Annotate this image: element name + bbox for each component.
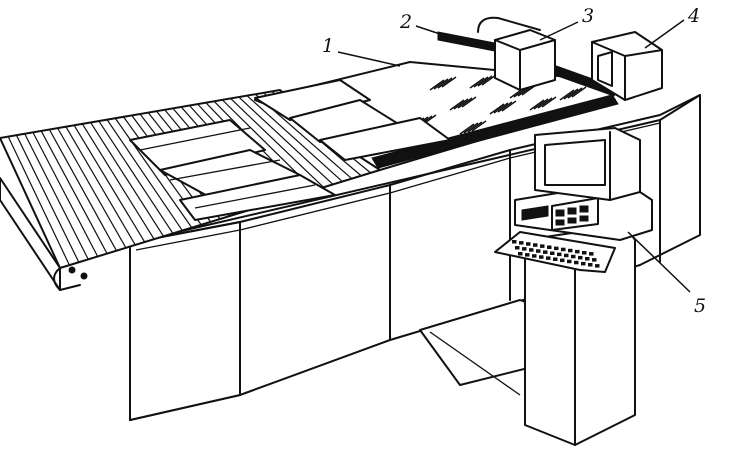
keyboard-key <box>575 249 580 254</box>
conveyor-slat <box>57 127 127 249</box>
callout-3: 3 <box>582 5 594 27</box>
callout-4: 4 <box>687 5 700 27</box>
keyboard-key <box>532 254 537 258</box>
fabric-mark <box>429 79 445 91</box>
control-console <box>494 127 653 446</box>
fabric-mark <box>467 121 483 133</box>
keyboard-key <box>595 264 600 268</box>
conveyor-slat <box>65 126 136 246</box>
keyboard-key <box>589 252 594 256</box>
fabric-mark <box>533 98 549 110</box>
keyboard-key <box>561 247 566 252</box>
fabric-mark <box>433 78 449 90</box>
fabric-mark <box>489 103 505 115</box>
keyboard-key <box>581 261 586 266</box>
keyboard-key <box>550 251 555 255</box>
keyboard-key <box>557 252 562 257</box>
keyboard-key <box>588 263 593 267</box>
keyboard-key <box>519 241 524 245</box>
keyboard-key <box>526 242 531 246</box>
keyboard-key <box>554 246 559 251</box>
callout-2: 2 <box>399 11 412 33</box>
conveyor-slat <box>32 132 99 257</box>
keyboard-key <box>568 248 573 253</box>
keyboard-key <box>574 260 579 265</box>
conveyor-slat <box>230 98 324 188</box>
callout-5: 5 <box>694 295 706 317</box>
gantry-rail <box>437 16 619 97</box>
cut-pieces <box>129 79 451 221</box>
cutting-head <box>494 29 556 91</box>
keyboard <box>512 240 600 268</box>
keyboard-key <box>546 256 551 260</box>
fabric-mark <box>437 77 453 89</box>
fabric-mark <box>469 77 485 89</box>
fabric-mark <box>541 96 557 108</box>
keyboard-key <box>522 247 527 251</box>
keyboard-key <box>536 249 541 253</box>
keyboard-key <box>525 253 530 257</box>
fabric-mark <box>473 76 489 88</box>
conveyor-slat <box>106 119 183 231</box>
conveyor-slat <box>73 124 146 243</box>
keyboard-key <box>585 257 590 261</box>
fabric-mark <box>461 96 477 108</box>
conveyor-slat <box>15 134 80 263</box>
fabric-mark <box>459 123 475 135</box>
drive-unit <box>591 31 663 101</box>
fabric-mark <box>453 98 469 110</box>
fabric-mark <box>529 99 545 111</box>
callout-1: 1 <box>322 35 334 57</box>
keyboard-key <box>543 250 548 254</box>
keyboard-key <box>553 257 558 261</box>
leader-lines <box>337 19 691 293</box>
keyboard-key <box>518 252 523 256</box>
conveyor-slat <box>98 120 174 234</box>
keyboard-key <box>592 258 597 262</box>
conveyor-slat <box>81 123 155 240</box>
keyboard-key <box>533 243 538 247</box>
fabric-mark <box>471 120 487 132</box>
keyboard-key <box>529 248 534 252</box>
fabric-mark <box>481 74 497 86</box>
conveyor-slat <box>40 130 108 254</box>
fabric-mark <box>559 89 575 101</box>
fabric-mark <box>441 76 457 88</box>
keyboard-key <box>515 246 520 250</box>
conveyor-slat <box>246 95 343 182</box>
conveyor-slat <box>48 129 117 251</box>
fabric-mark <box>571 86 587 98</box>
keyboard-key <box>564 253 569 258</box>
fabric-mark <box>563 88 579 100</box>
keyboard-key <box>578 255 583 260</box>
keyboard-key <box>560 258 565 263</box>
conveyor-slat <box>0 137 61 269</box>
fabric-mark <box>497 101 513 113</box>
fabric-mark <box>457 97 473 109</box>
fabric-mark <box>567 87 583 99</box>
conveyor-slat <box>90 122 165 237</box>
keyboard-key <box>539 255 544 259</box>
keyboard-key <box>540 244 545 248</box>
keyboard-key <box>547 245 552 249</box>
fabric-mark <box>463 122 479 134</box>
fabric-mark <box>449 99 465 111</box>
fabric-mark <box>493 102 509 114</box>
conveyor-slat <box>238 96 334 185</box>
fabric-mark <box>477 75 493 87</box>
conveyor-slat <box>24 133 89 260</box>
fabric-mark <box>501 100 517 112</box>
conveyor-slat <box>114 117 193 228</box>
fabric-mark <box>537 97 553 109</box>
keyboard-key <box>582 251 587 255</box>
keyboard-key <box>567 259 572 264</box>
conveyor-slat <box>7 136 70 266</box>
keyboard-key <box>571 254 576 259</box>
keyboard-key <box>512 240 517 244</box>
